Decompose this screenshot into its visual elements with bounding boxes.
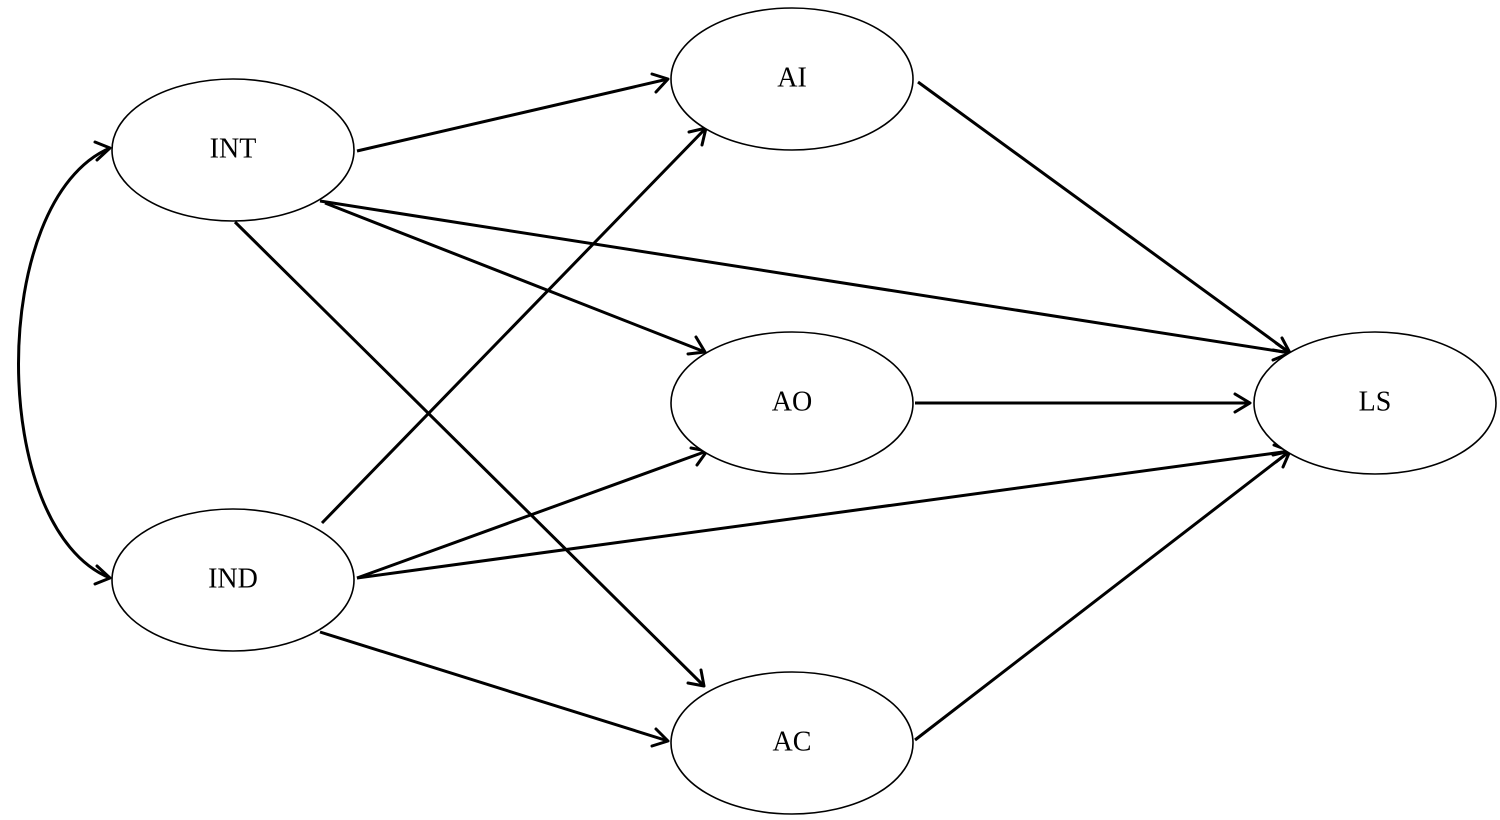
edge-int-ac (233, 220, 706, 688)
arrowhead-ind (93, 564, 112, 586)
node-ao: AO (670, 331, 914, 475)
node-ind-ellipse (111, 508, 355, 652)
node-ls: LS (1253, 331, 1497, 475)
edge-int-ai (356, 77, 669, 153)
arrowhead-int (93, 140, 112, 162)
node-ai-label: AI (777, 62, 807, 93)
node-ac-ellipse (670, 671, 914, 815)
edge-int-ls (319, 199, 1291, 355)
edge-ind-ls (356, 449, 1291, 580)
node-ind-label: IND (208, 563, 258, 594)
node-int: INT (111, 78, 355, 222)
arrowhead-int-ao (686, 335, 707, 356)
node-int-label: INT (210, 133, 257, 164)
edge-ac-ls (914, 449, 1291, 742)
edge-ind-ai (320, 126, 708, 525)
edge-int-ao (324, 201, 706, 354)
node-ai-ellipse (670, 7, 914, 151)
node-ind: IND (111, 508, 355, 652)
node-ls-label: LS (1359, 386, 1392, 417)
edge-ai-ls (917, 80, 1291, 355)
node-ac-label: AC (773, 726, 812, 757)
node-ac: AC (670, 671, 914, 815)
arrowhead-ind-ac (650, 727, 670, 748)
node-ls-ellipse (1253, 331, 1497, 475)
edge-int-ind-covariance (17, 146, 111, 580)
arrowhead-ao-ls (1233, 392, 1252, 414)
edge-ind-ao (356, 449, 708, 580)
arrowhead-int-ai (650, 72, 670, 94)
arrowhead-int-ac (686, 668, 706, 688)
edge-ind-ac (319, 630, 669, 743)
node-int-ellipse (111, 78, 355, 222)
node-ao-ellipse (670, 331, 914, 475)
node-ao-label: AO (772, 386, 812, 417)
node-ai: AI (670, 7, 914, 151)
